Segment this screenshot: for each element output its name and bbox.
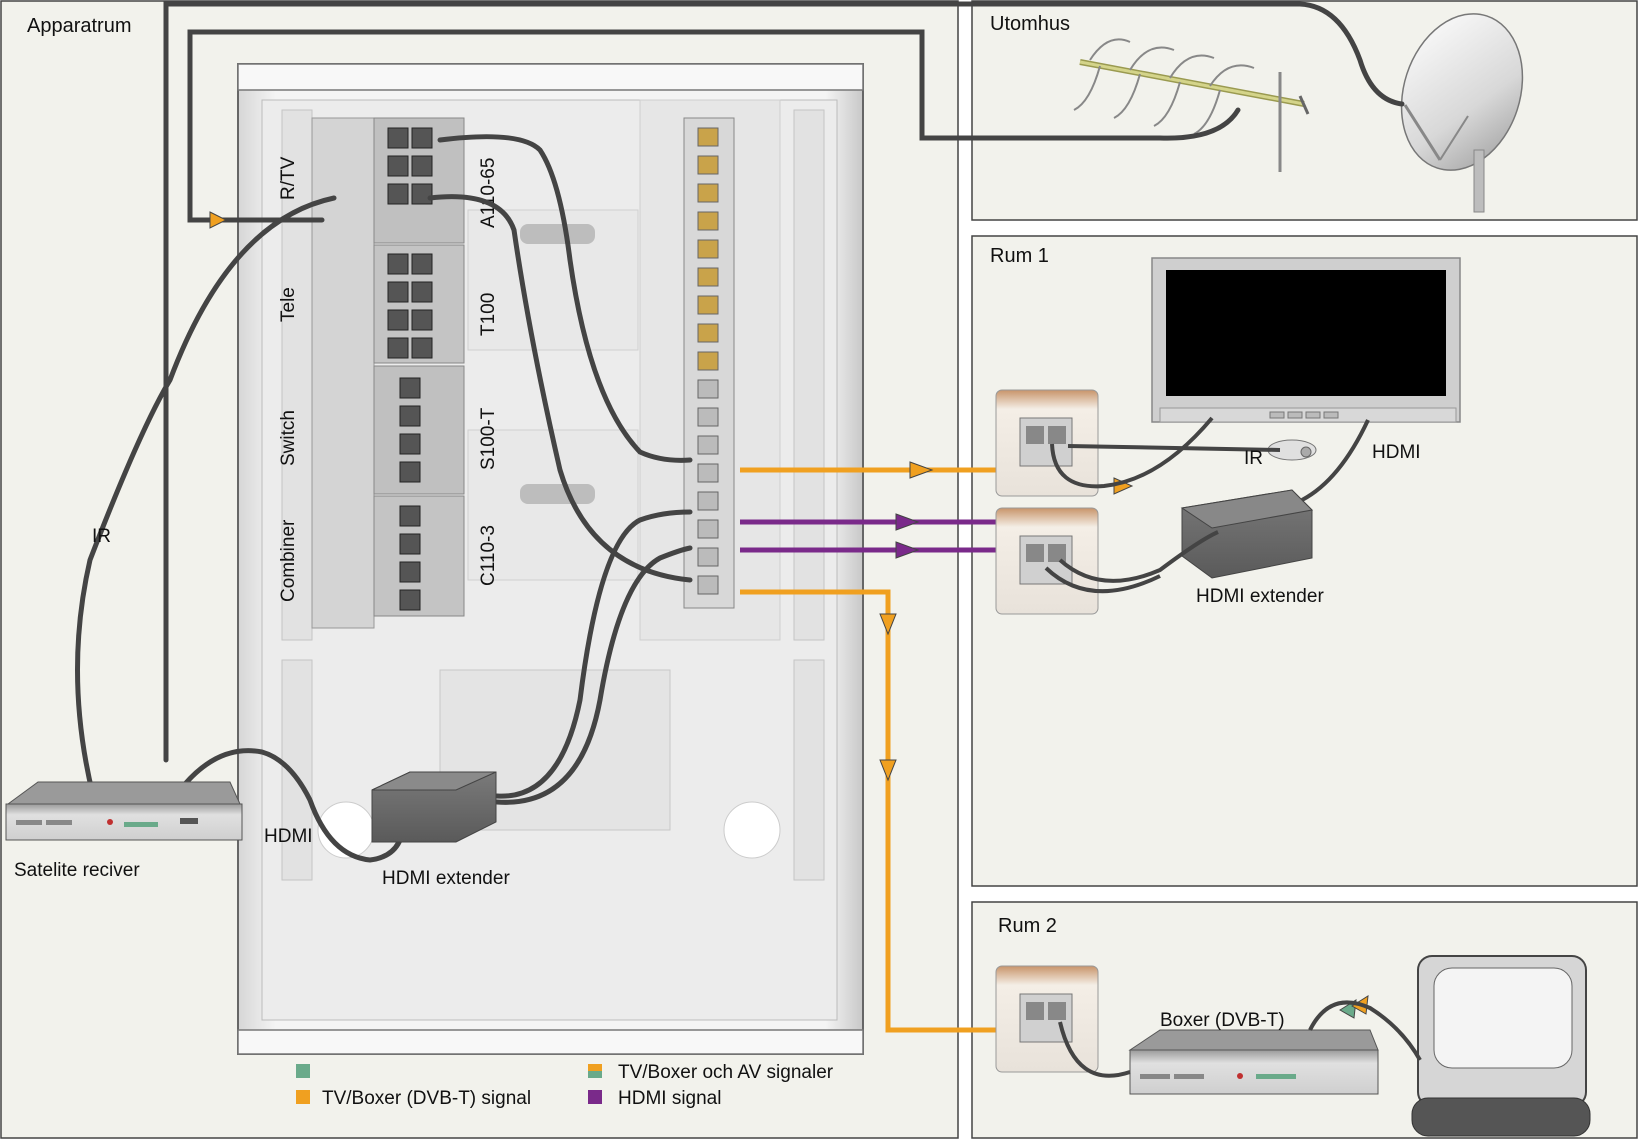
module-port — [411, 127, 433, 149]
hdmi-main-label: HDMI — [264, 826, 313, 847]
module-port — [399, 533, 421, 555]
module-port — [387, 155, 409, 177]
utomhus-room — [971, 0, 1638, 221]
label-rtv: R/TV — [278, 156, 299, 200]
module-port — [399, 589, 421, 611]
label-a110: A110-65 — [478, 158, 499, 228]
module-port — [387, 337, 409, 359]
label-c110: C110-3 — [478, 525, 499, 586]
hdmi-extender-cabinet-label: HDMI extender — [382, 868, 510, 889]
hdmi-signal-lines — [740, 519, 996, 553]
wall-socket-rum1-bottom — [995, 507, 1099, 615]
label-tele: Tele — [278, 287, 299, 322]
hdmi-rum1-label: HDMI — [1372, 442, 1421, 463]
satellite-receiver-label: Satelite reciver — [14, 860, 140, 881]
patch-port — [697, 547, 719, 567]
module-port — [387, 281, 409, 303]
patch-port — [697, 323, 719, 343]
utomhus-title: Utomhus — [990, 13, 1070, 35]
module-port — [399, 461, 421, 483]
legend-label-tv: TV/Boxer (DVB-T) signal — [322, 1088, 531, 1109]
module-stack — [311, 117, 465, 629]
hdmi-extender-rum1 — [1180, 489, 1314, 579]
patch-port — [697, 463, 719, 483]
hdmi-extender-rum1-label: HDMI extender — [1196, 586, 1324, 607]
module-port — [411, 337, 433, 359]
boxer-label: Boxer (DVB-T) — [1160, 1010, 1285, 1031]
tv-signal-lines — [740, 467, 996, 1033]
label-switch: Switch — [278, 410, 299, 466]
wall-socket-rum1-top — [995, 389, 1099, 497]
patch-port — [697, 491, 719, 511]
apparatrum-title: Apparatrum — [27, 15, 132, 37]
satellite-dish-icon — [1400, 13, 1524, 213]
coax-cables — [75, 1, 1405, 863]
rum1-title: Rum 1 — [990, 245, 1049, 267]
module-port — [387, 309, 409, 331]
label-combiner: Combiner — [278, 519, 299, 602]
patch-port — [697, 211, 719, 231]
patch-port — [697, 295, 719, 315]
module-port — [411, 309, 433, 331]
patch-panel — [683, 117, 735, 609]
module-ports — [387, 127, 433, 611]
patch-port — [697, 351, 719, 371]
satellite-receiver-icon — [5, 781, 243, 841]
patch-port — [697, 183, 719, 203]
ir-rum1-label: IR — [1244, 448, 1263, 469]
legend-label-hdmi: HDMI signal — [618, 1088, 721, 1109]
module-port — [399, 433, 421, 455]
boxer-dvbt-icon — [1128, 1029, 1379, 1095]
rum2-title: Rum 2 — [998, 915, 1057, 937]
legend-swatch-av — [296, 1064, 310, 1078]
legend-swatch-tv — [296, 1090, 310, 1104]
module-port — [387, 183, 409, 205]
patch-port — [697, 267, 719, 287]
module-port — [411, 183, 433, 205]
module-port — [411, 281, 433, 303]
module-port — [387, 127, 409, 149]
legend-label-combined: TV/Boxer och AV signaler — [618, 1062, 834, 1083]
ir-main-label: IR — [92, 526, 111, 547]
ir-receiver-icon — [1267, 439, 1317, 461]
legend-swatch-combined-bottom — [588, 1071, 602, 1078]
module-port — [411, 155, 433, 177]
module-port — [399, 561, 421, 583]
patch-port — [697, 239, 719, 259]
module-port — [411, 253, 433, 275]
patch-port — [697, 155, 719, 175]
module-port — [399, 505, 421, 527]
flat-tv-icon — [1151, 257, 1461, 423]
tv-antenna-icon — [1073, 38, 1310, 172]
label-s100: S100-T — [478, 407, 499, 470]
label-t100: T100 — [478, 293, 499, 336]
patch-port — [697, 127, 719, 147]
patch-port — [697, 435, 719, 455]
module-port — [399, 377, 421, 399]
rum1-cables — [1044, 416, 1370, 594]
legend: TV/Boxer (DVB-T) signal TV/Boxer och AV … — [296, 1062, 834, 1109]
rum2-cable-tv — [1308, 1000, 1422, 1061]
rum2-cable-boxer — [1058, 1021, 1131, 1078]
legend-swatch-combined-top — [588, 1064, 602, 1071]
wall-socket-rum2 — [995, 965, 1099, 1073]
crt-tv-icon — [1411, 955, 1591, 1137]
patch-port — [697, 379, 719, 399]
patch-port — [697, 519, 719, 539]
patch-port — [697, 407, 719, 427]
module-port — [399, 405, 421, 427]
patch-port — [697, 575, 719, 595]
hdmi-extender-cabinet — [371, 771, 497, 843]
module-port — [387, 253, 409, 275]
legend-swatch-hdmi — [588, 1090, 602, 1104]
